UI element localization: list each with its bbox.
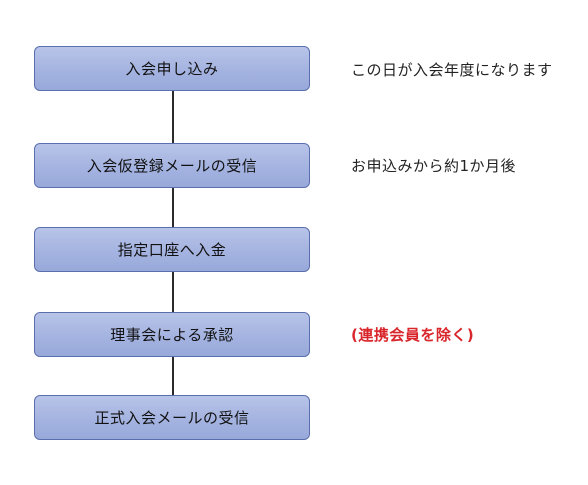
step-label: 指定口座へ入金 bbox=[117, 241, 227, 259]
step-label: 入会申し込み bbox=[125, 60, 219, 78]
note-timing: お申込みから約1か月後 bbox=[351, 157, 517, 175]
note-fiscal-year: この日が入会年度になります bbox=[351, 61, 553, 79]
connector-3-4 bbox=[172, 272, 174, 312]
note-exception: (連携会員を除く) bbox=[351, 326, 475, 344]
step-label: 理事会による承認 bbox=[110, 326, 234, 344]
step-official-email: 正式入会メールの受信 bbox=[34, 395, 310, 440]
step-label: 入会仮登録メールの受信 bbox=[86, 157, 258, 175]
step-board-approval: 理事会による承認 bbox=[34, 312, 310, 357]
step-provisional-email: 入会仮登録メールの受信 bbox=[34, 143, 310, 188]
connector-2-3 bbox=[172, 188, 174, 227]
connector-1-2 bbox=[172, 91, 174, 143]
step-label: 正式入会メールの受信 bbox=[94, 409, 250, 427]
step-payment: 指定口座へ入金 bbox=[34, 227, 310, 272]
connector-4-5 bbox=[172, 357, 174, 395]
step-application: 入会申し込み bbox=[34, 46, 310, 91]
